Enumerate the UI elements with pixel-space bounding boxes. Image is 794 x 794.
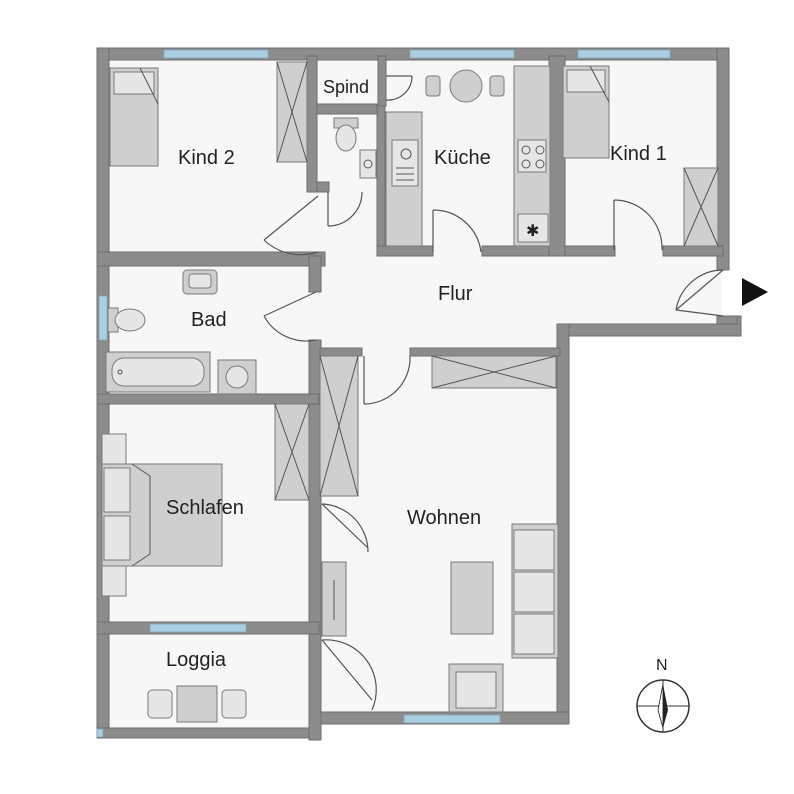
wc-sink [359,149,377,179]
wardrobe-flur [319,355,359,497]
compass-rose-icon [636,679,690,733]
dresser [321,561,347,637]
room-label-kueche: Küche [434,147,491,169]
room-label-bad: Bad [191,309,227,331]
kitchen-table [425,69,505,103]
wardrobe-kind1 [683,167,719,247]
washing-machine [217,359,257,395]
room-label-flur: Flur [438,283,473,305]
wc-toilet [333,117,359,152]
interior-walls [96,55,724,741]
bad-sink [182,269,218,295]
room-label-kind1: Kind 1 [610,143,667,165]
room-label-loggia: Loggia [166,649,227,671]
bad-toilet [107,307,146,333]
sofa [511,523,559,659]
wardrobe-schlafen [274,403,310,501]
kitchen-counter-right: ✱ [513,65,551,247]
loggia-table [147,685,247,723]
entrance-arrow-icon [742,278,768,306]
bathtub [105,351,211,393]
compass-north-label: N [656,657,668,674]
wardrobe-wohnen [431,355,557,389]
room-label-kind2: Kind 2 [178,147,235,169]
fridge-icon: ✱ [526,223,539,240]
bed-kind2 [109,67,159,167]
kitchen-counter-left [385,111,423,247]
armchair [448,663,504,713]
bed-kind1 [562,65,610,159]
room-label-wohnen: Wohnen [407,507,481,529]
room-label-spind: Spind [323,77,369,97]
bed-schlafen [101,433,223,597]
doors [263,75,724,711]
windows [96,49,671,738]
wardrobe-kind2 [276,61,308,163]
coffee-table [450,561,494,635]
room-label-schlafen: Schlafen [166,497,244,519]
wardrobes [274,61,719,501]
